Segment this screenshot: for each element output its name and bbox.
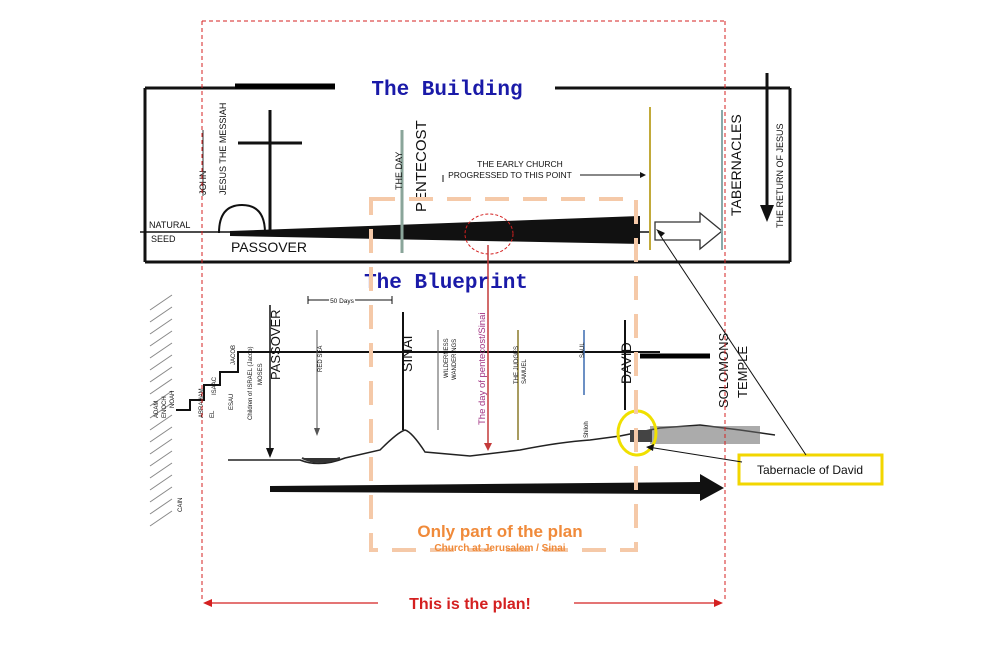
blueprint-title: The Blueprint [364,272,528,295]
label-early-church-1: THE EARLY CHURCH [477,159,563,169]
callout-pointer-david [647,446,743,463]
label-solomons: SOLOMONS [716,333,731,408]
callout-pointer-david-head [646,444,654,451]
label-david: DAVID [618,342,634,384]
hatch-block [149,294,173,527]
early-church-arrowhead [640,172,646,178]
label-red-sea: RED SEA [318,346,324,372]
label-adam: ADAM [154,401,160,418]
tabernacle-callout-label: Tabernacle of David [757,463,863,477]
label-natural: NATURAL [149,220,190,230]
label-children: Children of ISRAEL (Jacob) [248,347,254,420]
label-noah: NOAH [170,391,176,408]
red-sea-arrowhead [314,428,320,436]
label-isaac: ISAAC [212,376,218,395]
arch-icon [218,203,266,234]
label-samuel: SAMUEL [522,359,528,384]
blueprint-section: The Blueprint CAIN ADAM [149,245,776,527]
label-early-church-2: PROGRESSED TO THIS POINT [448,170,572,180]
label-tabernacles: TABERNACLES [728,114,744,216]
return-arrowhead [760,205,774,222]
progress-arrow [654,211,724,251]
church-sinai-label: Church at Jerusalem / Sinai [434,543,565,554]
plan-arrowhead-left [203,599,212,607]
bottom-progress-arrow [270,474,724,501]
building-section: The Building JOHN JESUS THE MESSIAH NATU… [140,73,792,264]
label-passover-top: PASSOVER [231,239,307,255]
growth-wedge [230,216,640,244]
label-abraham: ABRAHAM [199,388,205,418]
tabernacle-callout-box [737,453,884,486]
label-wilderness: WILDERNESS [444,338,450,378]
label-return: THE RETURN OF JESUS [775,123,785,228]
callout-pointer-building [657,231,807,456]
partial-plan-box [369,197,638,552]
label-saul: SAUL [580,342,586,358]
label-wanderings: WANDERINGS [452,339,458,380]
label-el: EL [210,410,216,418]
focus-circle [464,213,514,255]
label-pentecost: PENTECOST [413,120,430,212]
label-esau: ESAU [229,394,235,410]
label-pentecost-note: The day of pentecost/Sinai [477,313,488,426]
this-is-the-plan-label: This is the plan! [409,596,531,613]
pentecost-arrowhead [484,443,492,451]
label-shiloh: Shiloh [584,421,590,438]
genealogy-steps [176,351,660,411]
label-enoch: ENOCH [162,396,168,418]
temple-city [650,426,760,444]
label-judges: THE JUDGES [514,346,520,384]
red-sea-water [301,457,341,463]
plan-arrowhead-right [714,599,723,607]
label-moses: MOSES [258,363,264,385]
label-passover-bottom: PASSOVER [268,309,283,380]
label-cain: CAIN [178,498,184,512]
label-temple: TEMPLE [735,346,750,398]
callout-pointer-building-head [656,229,665,237]
tabernacle-david-icon [630,430,652,442]
building-title: The Building [371,79,522,102]
label-the-day: THE DAY [394,152,404,190]
label-fifty-days: 50 Days [330,298,355,305]
label-jacob: JACOB [231,345,237,365]
label-seed: SEED [151,234,176,244]
only-part-label: Only part of the plan [417,522,582,541]
passover-arrowhead [266,448,274,458]
label-sinai: SINAI [399,335,415,372]
label-messiah: JESUS THE MESSIAH [218,103,228,195]
terrain-line [228,424,776,465]
